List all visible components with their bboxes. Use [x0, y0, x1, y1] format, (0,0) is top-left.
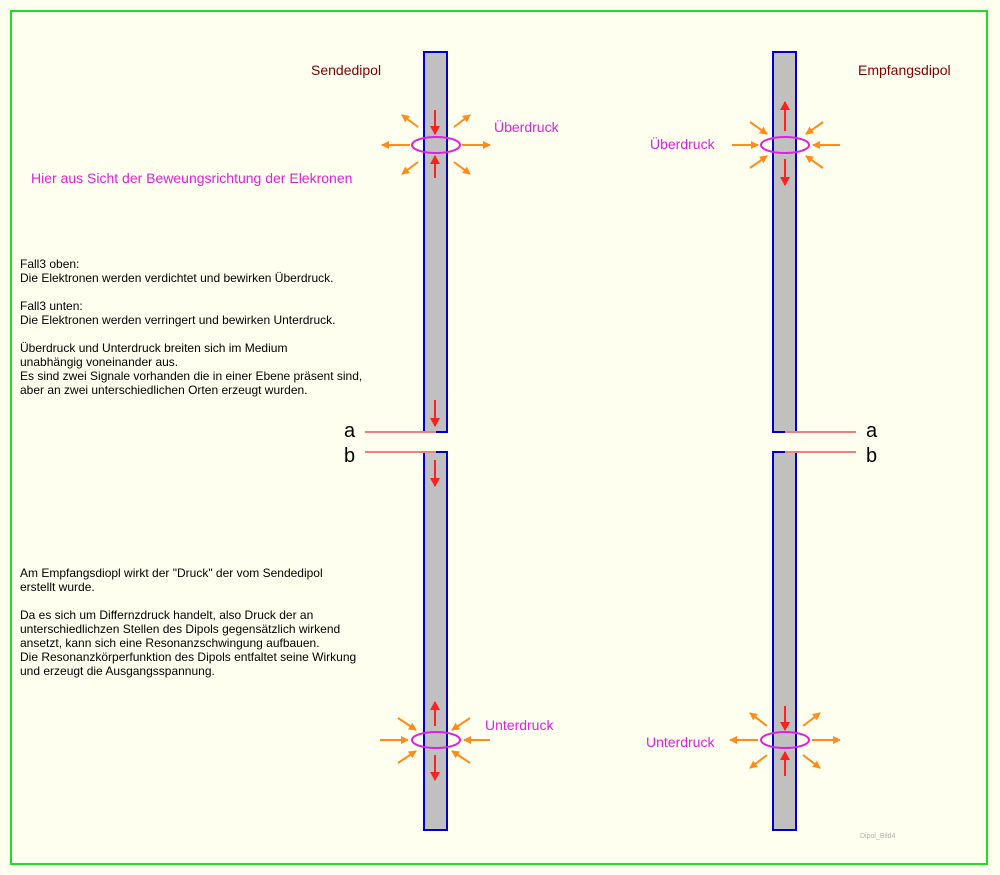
orange-arrow [397, 717, 417, 731]
text-line: Überdruck und Unterdruck breiten sich im… [20, 341, 288, 355]
orange-arrow [401, 161, 419, 175]
send-top-arrows [381, 110, 491, 178]
text-line: Die Elektronen werden verdichtet und bew… [20, 271, 334, 285]
orange-arrow [749, 712, 768, 727]
orange-arrow [453, 114, 471, 128]
send-bottom-arrows [380, 701, 490, 781]
send-dipol-upper-rod [423, 51, 448, 433]
text-line [20, 327, 362, 341]
orange-arrow [397, 750, 417, 764]
ring-send-top [411, 136, 461, 154]
orange-arrow [749, 754, 768, 769]
text-line: ansetzt, kann sich eine Resonanzschwingu… [20, 636, 320, 650]
text-line: aber an zwei unterschiedlichen Orten erz… [20, 383, 308, 397]
receive-bottom-arrows [729, 706, 841, 776]
label-b-right: b [866, 445, 878, 467]
explanation-bottom: Am Empfangsdiopl wirkt der "Druck" der v… [20, 566, 356, 678]
receive-dipol-upper-rod [772, 51, 797, 433]
explanation-top: Fall3 oben: Die Elektronen werden verdic… [20, 257, 362, 397]
text-line: Am Empfangsdiopl wirkt der "Druck" der v… [20, 566, 323, 580]
orange-arrow [749, 155, 768, 169]
send-dipol-title: Sendedipol [311, 62, 382, 78]
text-line: Fall3 unten: [20, 299, 83, 313]
subtitle: Hier aus Sicht der Beweungsrichtung der … [31, 170, 353, 186]
label-b-left: b [344, 445, 356, 467]
label-a-left: a [344, 420, 356, 442]
receive-dipol-title: Empfangsdipol [858, 62, 951, 78]
label-underpressure-left: Unterdruck [485, 717, 554, 733]
outer-frame [10, 10, 988, 865]
label-overpressure-right: Überdruck [650, 136, 715, 152]
receive-top-arrows [732, 101, 840, 186]
ring-receive-bottom [760, 731, 810, 749]
text-line: unterschiedlichzen Stellen des Dipols ge… [20, 622, 341, 636]
watermark: Dipol_Bild4 [860, 833, 896, 840]
text-line: Die Elektronen werden verringert und bew… [20, 313, 336, 327]
text-line: erstellt wurde. [20, 580, 95, 594]
text-line [20, 594, 356, 608]
text-line: Fall3 oben: [20, 257, 80, 271]
text-line: Die Resonanzkörperfunktion des Dipols en… [20, 650, 357, 664]
text-line: und erzeugt die Ausgangsspannung. [20, 664, 215, 678]
orange-arrow [805, 155, 824, 169]
text-line: unabhängig voneinander aus. [20, 355, 179, 369]
orange-arrow [401, 114, 419, 128]
label-underpressure-right: Unterdruck [646, 734, 715, 750]
orange-arrow [802, 754, 821, 769]
ring-send-bottom [411, 731, 461, 749]
receive-dipol-lower-rod [772, 451, 797, 831]
text-line: Da es sich um Differnzdruck handelt, als… [20, 608, 314, 622]
orange-arrow [451, 750, 471, 764]
text-line [20, 285, 362, 299]
orange-arrow [749, 121, 768, 135]
orange-arrow [805, 121, 824, 135]
orange-arrow [451, 717, 471, 731]
label-overpressure-left: Überdruck [494, 119, 559, 135]
text-line: Es sind zwei Signale vorhanden die in ei… [20, 369, 363, 383]
label-a-right: a [866, 420, 878, 442]
orange-arrow [453, 161, 471, 175]
ring-receive-top [760, 136, 810, 154]
orange-arrow [802, 712, 821, 727]
